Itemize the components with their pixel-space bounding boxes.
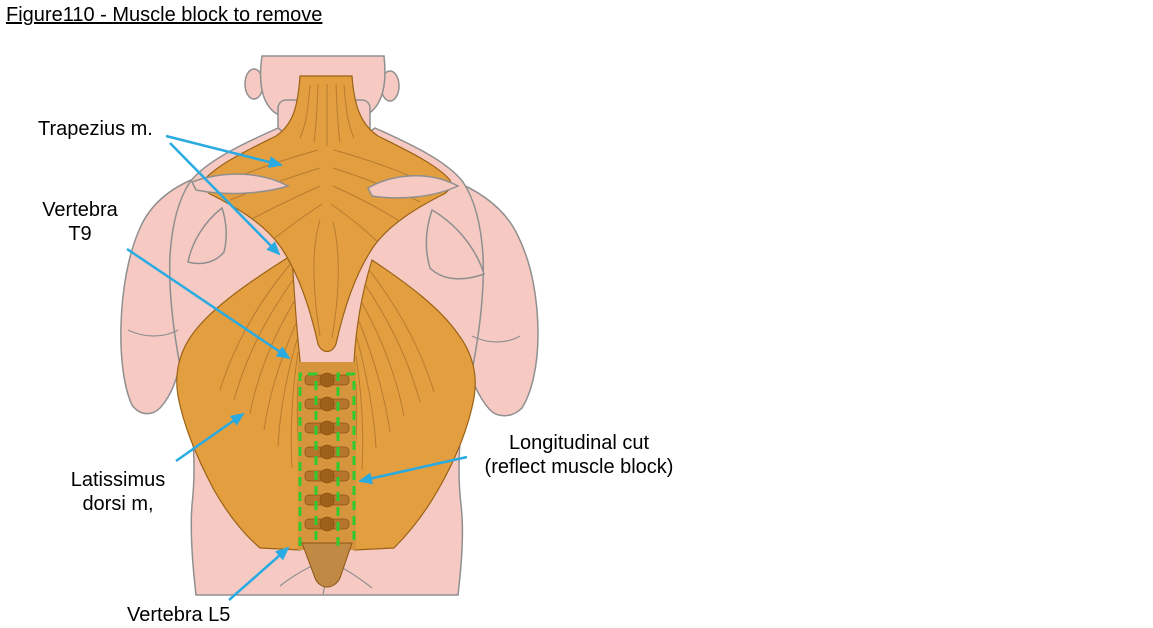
- latissimus-label-line1: Latissimus: [70, 469, 166, 491]
- vertebra-t9-label: Vertebra T9: [20, 198, 140, 247]
- right-elbow-crease: [471, 335, 521, 343]
- vertebra-l5-arrow: [228, 546, 290, 601]
- vertebra-l5-label: Vertebra L5: [127, 603, 230, 627]
- trapezius-shape: [202, 75, 452, 353]
- left-infraspinatus-area: [187, 206, 227, 265]
- right-scapular-spine: [367, 175, 460, 199]
- trapezius-label-text: Trapezius m.: [38, 118, 153, 140]
- leader-arrows: [126, 134, 468, 601]
- latissimus-dorsi-muscle: [176, 253, 476, 551]
- vertebra-l5-label-text: Vertebra L5: [127, 604, 231, 626]
- cut-right-column: [336, 372, 356, 546]
- trapezius-arrow-lower: [169, 142, 281, 256]
- longitudinal-cut-label: Longitudinal cut (reflect muscle block): [448, 431, 710, 480]
- trapezius-arrow-upper: [165, 134, 283, 168]
- left-elbow-crease: [127, 329, 179, 337]
- vertebra-t9-label-line2: T9: [68, 223, 92, 246]
- trapezius-label: Trapezius m.: [38, 117, 153, 141]
- latissimus-right: [353, 259, 476, 551]
- latissimus-arrow: [175, 412, 245, 463]
- latissimus-label: Latissimus dorsi m,: [48, 468, 188, 517]
- figure-title: Figure110 - Muscle block to remove: [6, 4, 323, 26]
- longitudinal-cut-label-line2: (reflect muscle block): [484, 456, 674, 479]
- vertebra-t9-label-line1: Vertebra: [42, 199, 118, 221]
- cut-left-column: [298, 372, 318, 546]
- vertebra-t9-arrow: [126, 247, 291, 360]
- latissimus-label-line2: dorsi m,: [82, 493, 154, 516]
- longitudinal-cut-label-line1: Longitudinal cut: [508, 432, 650, 454]
- sacrum: [301, 542, 353, 588]
- right-infraspinatus-area: [425, 208, 485, 280]
- longitudinal-cut-arrow: [358, 455, 468, 485]
- vertebral-column: [298, 362, 356, 588]
- longitudinal-cut-marking: [298, 372, 356, 546]
